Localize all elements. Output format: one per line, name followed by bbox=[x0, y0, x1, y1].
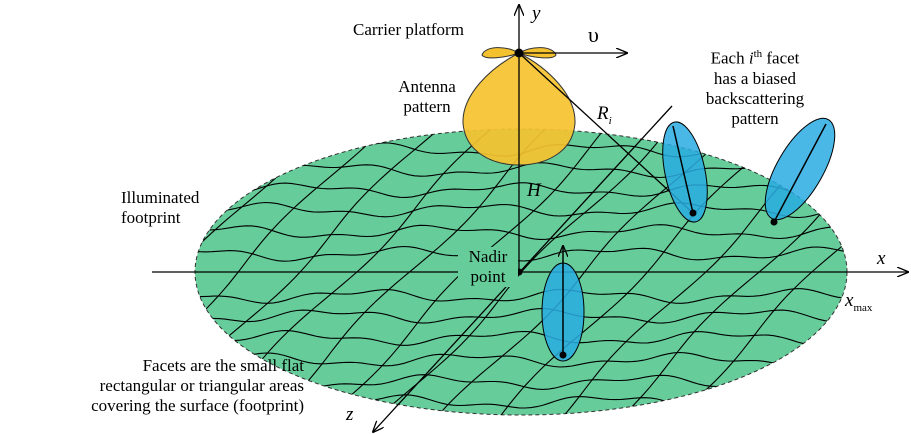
nadir-point-label: Nadir point bbox=[458, 247, 518, 287]
surface-grid-row bbox=[221, 330, 816, 346]
surface-grid-column bbox=[195, 129, 444, 415]
nadir-label-line2: point bbox=[470, 267, 506, 286]
surface-grid-row bbox=[195, 245, 847, 262]
surface-grid-row bbox=[217, 201, 824, 219]
facet-desc-line4: pattern bbox=[731, 108, 779, 128]
surface-grid-row bbox=[253, 351, 783, 368]
surface-grid-column bbox=[835, 129, 847, 415]
facet-desc-i: i bbox=[748, 48, 754, 68]
facet-backscatter-1 bbox=[662, 121, 708, 223]
y-axis-label: y bbox=[532, 3, 541, 24]
x-max-sub: max bbox=[853, 301, 873, 314]
height-label: H bbox=[527, 180, 541, 201]
surface-grid-row bbox=[302, 374, 735, 390]
velocity-label: υ bbox=[588, 22, 599, 47]
surface-grid-row bbox=[200, 307, 837, 324]
x-max-label: xmax bbox=[845, 291, 872, 318]
facet-description-label: Each ith facet has a biased backscatteri… bbox=[680, 44, 830, 129]
footprint-label-line1: Illuminated bbox=[121, 188, 200, 207]
slant-range-label: Ri bbox=[597, 104, 612, 131]
surface-grid-column bbox=[257, 129, 550, 415]
surface-grid-column bbox=[309, 129, 609, 415]
facet-desc-pre: Each bbox=[710, 48, 749, 68]
z-axis bbox=[373, 105, 673, 432]
x-max-base: x bbox=[845, 290, 854, 311]
facet-desc-sup: th bbox=[753, 48, 763, 60]
footprint-label-line2: footprint bbox=[121, 208, 181, 227]
range-label-sub: i bbox=[608, 114, 612, 127]
facets-definition-label: Facets are the small flat rectangular or… bbox=[4, 356, 304, 416]
surface-grid-column bbox=[489, 129, 793, 415]
facet-desc-post: facet bbox=[762, 48, 800, 68]
surface-grid-column bbox=[195, 129, 388, 415]
slant-range-line bbox=[518, 52, 694, 214]
facet-desc-line1: Each ith facet bbox=[680, 44, 830, 69]
facet-desc-line3: backscattering bbox=[705, 88, 805, 108]
carrier-platform-point bbox=[514, 48, 524, 58]
facets-def-line1: Facets are the small flat bbox=[142, 356, 304, 375]
z-axis-label: z bbox=[346, 404, 354, 425]
facets-def-line2: rectangular or triangular areas bbox=[99, 376, 304, 395]
antenna-label-line1: Antenna bbox=[398, 77, 456, 96]
surface-grid-column bbox=[658, 129, 847, 415]
x-axis-label: x bbox=[877, 248, 886, 269]
facet-desc-line2: has a biased bbox=[713, 68, 797, 88]
surface-grid-row bbox=[195, 288, 847, 304]
carrier-platform-label: Carrier platform bbox=[353, 20, 464, 39]
surface-grid-column bbox=[606, 129, 847, 415]
antenna-label-line2: pattern bbox=[403, 97, 451, 116]
nadir-label-line1: Nadir bbox=[468, 247, 508, 266]
antenna-pattern-label: Antenna pattern bbox=[392, 77, 462, 117]
illuminated-footprint-label: Illuminated footprint bbox=[121, 188, 199, 228]
facets-def-line3: covering the surface (footprint) bbox=[91, 396, 304, 415]
facet-backscatter-3 bbox=[541, 246, 585, 362]
range-label-base: R bbox=[597, 103, 609, 124]
surface-grid-row bbox=[375, 394, 664, 409]
facet-backscatter-2 bbox=[764, 117, 836, 226]
